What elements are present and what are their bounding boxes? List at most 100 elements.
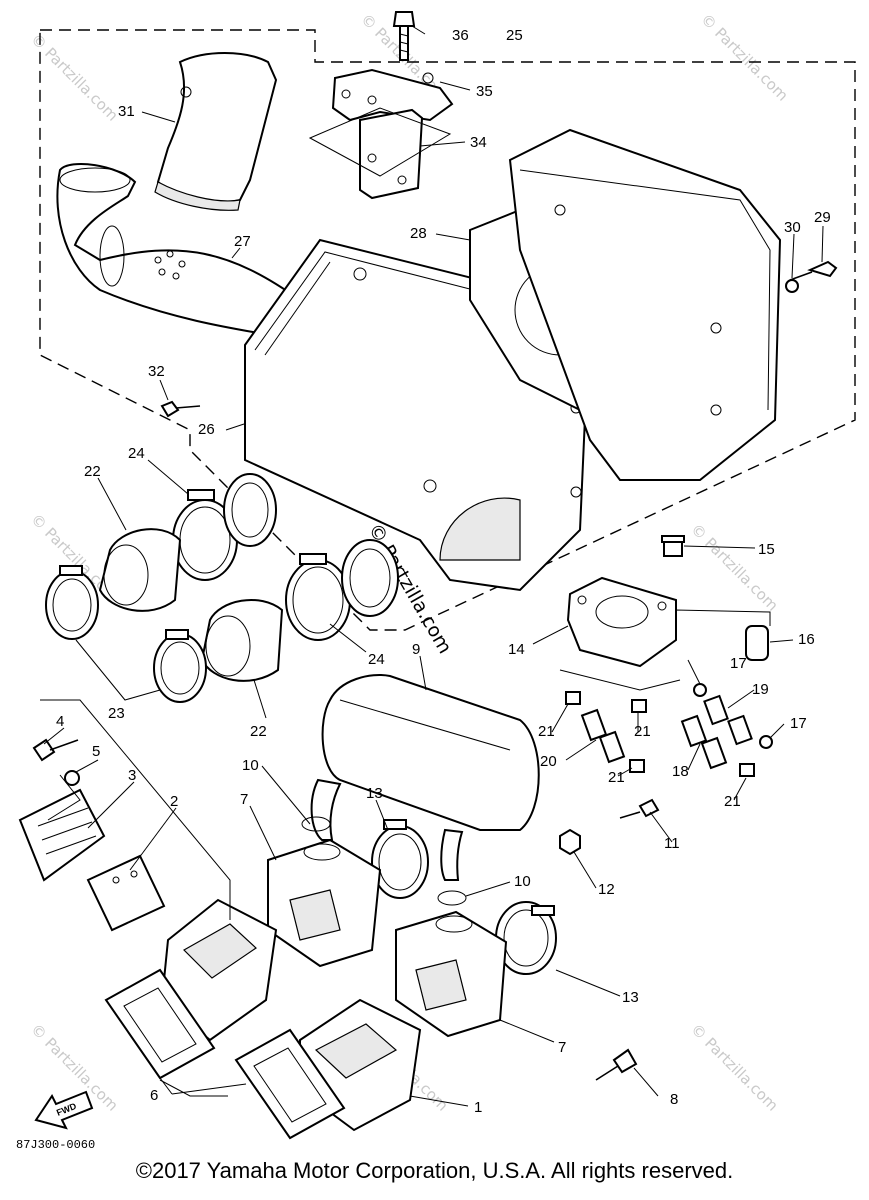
callout-18: 18 bbox=[672, 763, 689, 780]
callout-8: 8 bbox=[670, 1091, 678, 1108]
clip-21-a bbox=[565, 691, 581, 705]
watermark-mid-right: © Partzilla.com bbox=[687, 520, 782, 615]
clip-21-c bbox=[629, 759, 645, 773]
clamp-23-right bbox=[153, 629, 207, 703]
callout-12: 12 bbox=[598, 881, 615, 898]
callout-32: 32 bbox=[148, 363, 165, 380]
callout-22-lower: 22 bbox=[250, 723, 267, 740]
bolt-11 bbox=[619, 798, 660, 819]
callout-1: 1 bbox=[474, 1099, 482, 1116]
callout-24-upper: 24 bbox=[128, 445, 145, 462]
callout-10-lower: 10 bbox=[514, 873, 531, 890]
joint-22-lower bbox=[200, 598, 284, 682]
reed-plate-2 bbox=[86, 854, 166, 932]
callout-17-lower: 17 bbox=[790, 715, 807, 732]
intake-duct-31 bbox=[154, 52, 278, 211]
washer-30 bbox=[785, 279, 799, 293]
intake-tube-27 bbox=[56, 163, 332, 342]
callout-15: 15 bbox=[758, 541, 775, 558]
air-intake-assembly-boundary bbox=[39, 29, 856, 631]
callout-23: 23 bbox=[108, 705, 125, 722]
callout-5: 5 bbox=[92, 743, 100, 760]
callout-35: 35 bbox=[476, 83, 493, 100]
copyright-notice: ©2017 Yamaha Motor Corporation, U.S.A. A… bbox=[135, 1158, 734, 1183]
air-box-cover bbox=[508, 128, 782, 481]
callout-13-lower: 13 bbox=[622, 989, 639, 1006]
watermark-top-right: © Partzilla.com bbox=[697, 10, 792, 105]
callout-21-a: 21 bbox=[538, 723, 555, 740]
bracket-plate-34 bbox=[359, 108, 424, 200]
ring-10-upper bbox=[301, 816, 331, 832]
callout-11: 11 bbox=[664, 835, 680, 852]
cap-15 bbox=[661, 535, 685, 557]
bolt-32 bbox=[160, 400, 201, 418]
nut-12 bbox=[559, 828, 581, 856]
reed-valve-3 bbox=[18, 788, 106, 882]
callout-34: 34 bbox=[470, 134, 487, 151]
clip-17-a bbox=[693, 683, 707, 697]
callout-27: 27 bbox=[234, 233, 251, 250]
hose-19b bbox=[727, 714, 753, 746]
callout-7-lower: 7 bbox=[558, 1039, 566, 1056]
clamp-13-lower bbox=[495, 901, 557, 975]
callout-7-upper: 7 bbox=[240, 791, 248, 808]
duct-ring-upper bbox=[223, 473, 277, 547]
manifold-7-upper bbox=[267, 838, 382, 968]
gasket-6-right bbox=[234, 1028, 346, 1140]
hose-18 bbox=[680, 714, 708, 748]
callout-20: 20 bbox=[540, 753, 557, 770]
screw-29 bbox=[789, 260, 838, 281]
gasket-6-left bbox=[104, 968, 216, 1080]
callout-25: 25 bbox=[506, 27, 523, 44]
clip-17-b bbox=[759, 735, 773, 749]
callout-17-upper: 17 bbox=[730, 655, 747, 672]
callout-21-b: 21 bbox=[634, 723, 651, 740]
hose-20b bbox=[598, 730, 626, 764]
manifold-7-lower bbox=[395, 910, 508, 1038]
clamp-24-lower bbox=[285, 553, 351, 641]
callout-28: 28 bbox=[410, 225, 427, 242]
callout-36: 36 bbox=[452, 27, 469, 44]
callout-6: 6 bbox=[150, 1087, 158, 1104]
callout-21-c: 21 bbox=[608, 769, 625, 786]
bolt-8 bbox=[595, 1048, 638, 1081]
filter-16 bbox=[745, 625, 769, 661]
hose-19 bbox=[703, 694, 729, 726]
callout-13-upper: 13 bbox=[366, 785, 383, 802]
clamp-13-upper bbox=[371, 819, 429, 899]
clamp-23-left bbox=[45, 565, 99, 640]
ring-10-lower bbox=[437, 890, 467, 906]
bolt-36 bbox=[392, 11, 416, 61]
joint-22-upper bbox=[98, 528, 182, 612]
callout-29: 29 bbox=[814, 209, 831, 226]
reed-block-left bbox=[160, 898, 278, 1042]
leader-lines bbox=[43, 25, 824, 1107]
callout-14: 14 bbox=[508, 641, 525, 658]
callout-30: 30 bbox=[784, 219, 801, 236]
callout-24-lower: 24 bbox=[368, 651, 385, 668]
callout-2: 2 bbox=[170, 793, 178, 810]
callout-22-upper: 22 bbox=[84, 463, 101, 480]
callout-26: 26 bbox=[198, 421, 215, 438]
throttle-body-14 bbox=[566, 576, 677, 668]
callout-9: 9 bbox=[412, 641, 420, 658]
clip-21-b bbox=[631, 699, 647, 713]
duct-ring-lower bbox=[341, 539, 399, 617]
watermark-bottom-right: © Partzilla.com bbox=[687, 1020, 782, 1115]
watermark-top-left: © Partzilla.com bbox=[27, 30, 122, 125]
callout-21-d: 21 bbox=[724, 793, 741, 810]
intake-silencer-9 bbox=[310, 674, 540, 881]
callout-16: 16 bbox=[798, 631, 815, 648]
callouts: 36 25 35 34 31 27 28 30 29 32 26 24 22 1… bbox=[56, 27, 831, 1116]
hose-18b bbox=[700, 736, 728, 770]
clip-21-d bbox=[739, 763, 755, 777]
diagram-code: 87J300-0060 bbox=[16, 1138, 95, 1152]
washer-5 bbox=[64, 770, 80, 786]
bracket-35 bbox=[331, 68, 454, 122]
callout-10-upper: 10 bbox=[242, 757, 259, 774]
callout-3: 3 bbox=[128, 767, 136, 784]
fwd-arrow-icon: FWD bbox=[34, 1090, 94, 1130]
callout-19: 19 bbox=[752, 681, 769, 698]
callout-4: 4 bbox=[56, 713, 64, 730]
